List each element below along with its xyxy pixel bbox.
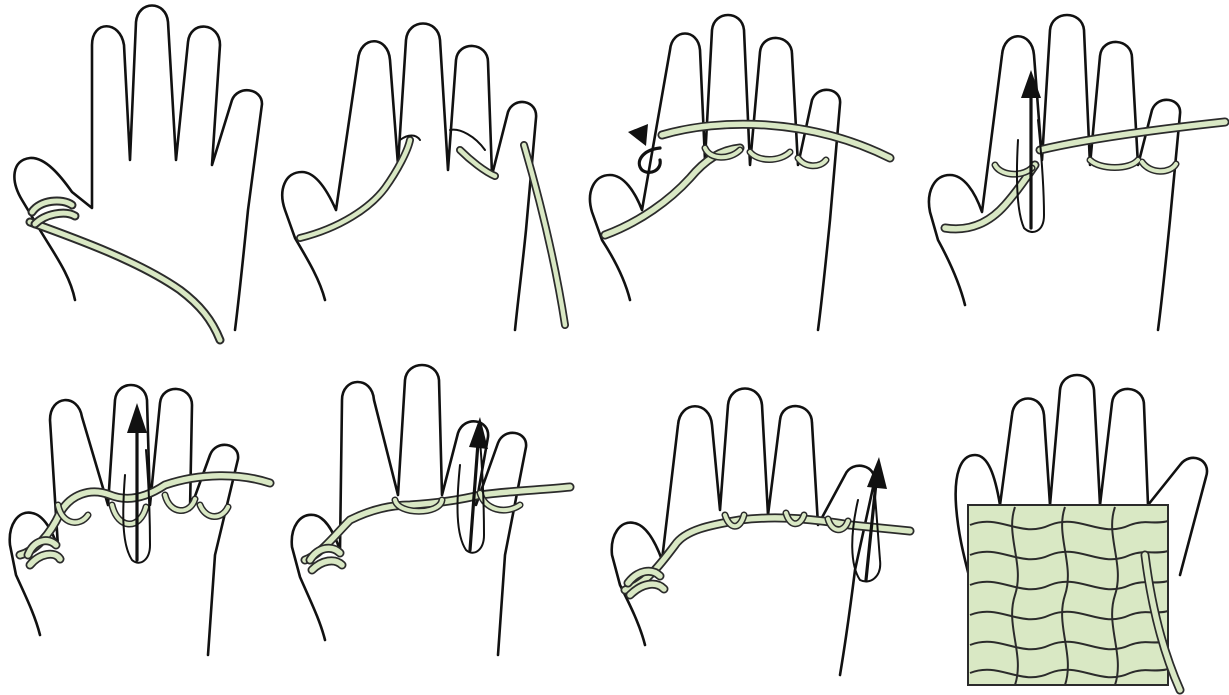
hand-outline — [929, 15, 1180, 330]
curved-wrap-arrowhead — [628, 124, 648, 146]
knitted-fabric — [968, 505, 1180, 690]
step-2-illustration — [270, 0, 570, 340]
step-8-panel — [940, 355, 1229, 695]
step-4-illustration — [920, 0, 1220, 340]
step-7-illustration — [600, 355, 900, 695]
step-5-panel — [0, 355, 300, 695]
step-8-illustration — [940, 355, 1229, 695]
step-1-illustration — [0, 0, 300, 340]
step-5-illustration — [0, 355, 300, 695]
step-4-panel — [920, 0, 1220, 340]
step-6-panel — [280, 355, 580, 695]
step-3-illustration — [580, 0, 880, 340]
step-6-illustration — [280, 355, 580, 695]
step-3-panel — [580, 0, 880, 340]
step-2-panel — [270, 0, 570, 340]
hand-outline — [14, 6, 262, 331]
step-7-panel — [600, 355, 900, 695]
step-1-panel — [0, 0, 300, 340]
hand-outline — [590, 15, 840, 330]
